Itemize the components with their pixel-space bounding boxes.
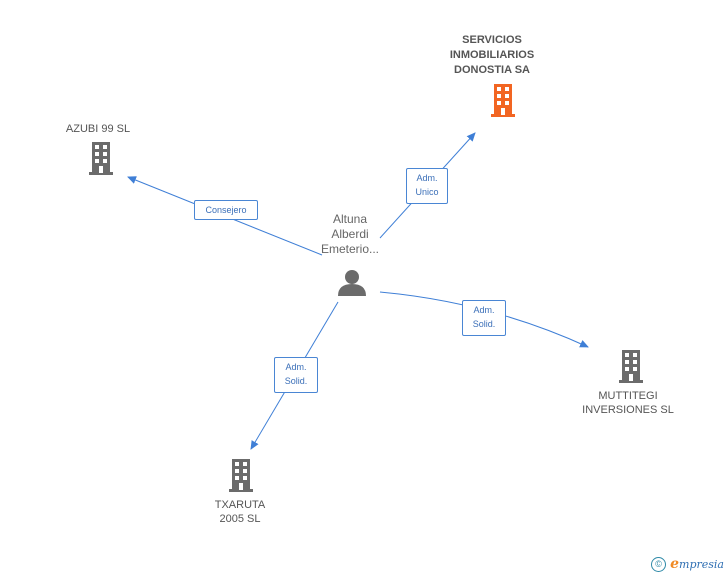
building-icon-azubi[interactable] — [89, 142, 113, 175]
edge-label-txaruta: Adm. Solid. — [274, 357, 318, 393]
edge-label-main: Adm. Unico — [406, 168, 448, 204]
company-name-main[interactable]: SERVICIOS INMOBILIARIOS DONOSTIA SA — [449, 34, 535, 76]
building-icon-txaruta[interactable] — [229, 459, 253, 492]
company-name-azubi[interactable]: AZUBI 99 SL — [65, 123, 131, 135]
copyright-icon: © — [651, 556, 667, 572]
company-name-txaruta[interactable]: TXARUTA 2005 SL — [214, 499, 266, 525]
person-name[interactable]: Altuna Alberdi Emeterio... — [320, 212, 380, 256]
edge-label-azubi: Consejero — [194, 200, 258, 220]
footer-brand: © empresia — [651, 556, 724, 572]
edge-label-muttitegi: Adm. Solid. — [462, 300, 506, 336]
person-icon[interactable] — [338, 270, 366, 296]
company-name-muttitegi[interactable]: MUTTITEGI INVERSIONES SL — [582, 390, 674, 416]
building-icon-muttitegi[interactable] — [619, 350, 643, 383]
building-icon-main[interactable] — [488, 84, 518, 118]
empresia-logo[interactable]: empresia — [670, 556, 724, 572]
